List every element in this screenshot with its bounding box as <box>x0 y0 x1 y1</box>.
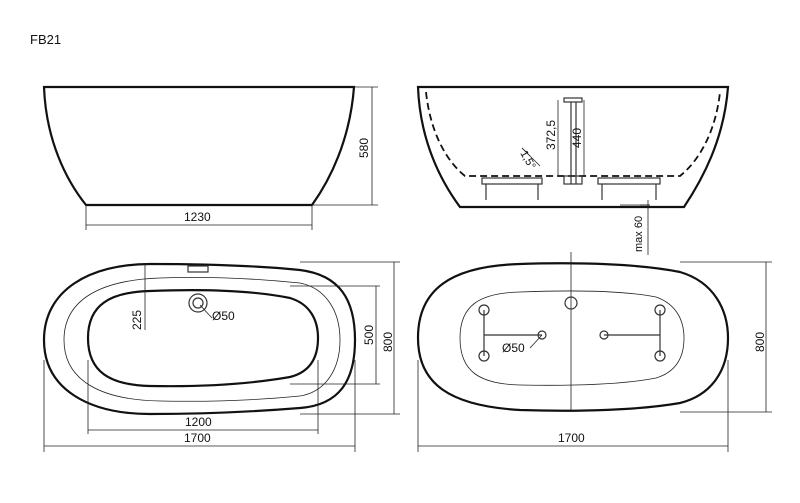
side-view: 1230 580 <box>44 87 378 230</box>
bottom-view-outer <box>418 263 728 410</box>
dim-drain-diameter-bottom: Ø50 <box>502 341 525 355</box>
dim-drain-height: 440 <box>570 128 584 148</box>
dim-feet-max: max 60 <box>633 216 645 252</box>
dim-outer-width-right: 800 <box>753 332 767 352</box>
dim-top-inner-offset: 225 <box>130 310 144 330</box>
dim-outer-width-left: 800 <box>381 332 395 352</box>
dim-overflow-height: 372,5 <box>544 120 558 150</box>
bottom-view-inner <box>460 291 684 385</box>
bottom-view: Ø50 800 1700 <box>418 252 772 452</box>
top-view-rim <box>64 277 340 401</box>
dim-side-width: 1230 <box>184 210 211 224</box>
dim-inner-width: 500 <box>362 325 376 345</box>
dim-outer-length-left: 1700 <box>184 431 211 445</box>
top-view: Ø50 225 500 800 1200 1700 <box>44 262 400 452</box>
dim-outer-length-right: 1700 <box>558 431 585 445</box>
model-title: FB21 <box>30 32 61 47</box>
dim-slope: 1,5° <box>517 149 537 172</box>
side-view-outline <box>44 87 354 205</box>
dim-inner-length: 1200 <box>185 415 212 429</box>
top-view-outer <box>44 264 355 414</box>
section-view: 1,5° 372,5 440 max 60 <box>418 87 728 255</box>
dim-side-height: 580 <box>357 138 371 158</box>
dim-drain-diameter-left: Ø50 <box>212 309 235 323</box>
